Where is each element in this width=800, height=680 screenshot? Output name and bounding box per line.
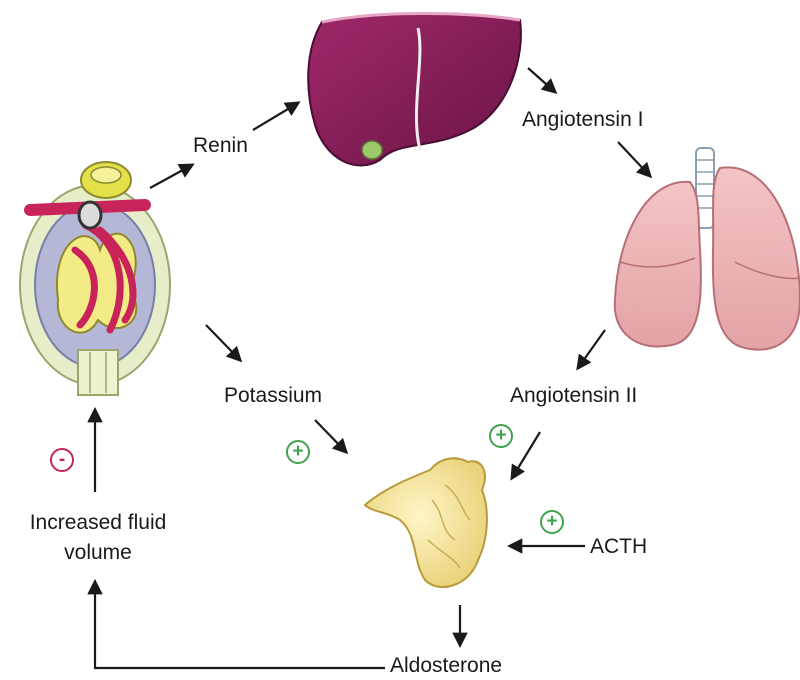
arrow-lungs-to-angiotensin2 — [576, 329, 606, 371]
lungs-illustration — [613, 147, 800, 351]
arrow-kidney-to-potassium — [205, 324, 243, 363]
arrow-angiotensin1-to-lungs — [617, 141, 653, 179]
label-fluid-line2: volume — [64, 541, 132, 564]
minus-sign-feedback: - — [50, 448, 74, 472]
label-fluid-line1: Increased fluid — [29, 511, 167, 534]
label-potassium: Potassium — [224, 384, 323, 407]
arrow-renin-to-liver — [252, 101, 301, 131]
plus-sign-potassium: + — [286, 440, 310, 464]
arrow-angiotensin2-to-adrenal — [510, 431, 541, 481]
label-angiotensin-1: Angiotensin I — [522, 108, 644, 131]
plus-sign-acth: + — [540, 510, 564, 534]
label-increased-fluid-volume: Increased fluid volume — [8, 508, 188, 568]
pathway-arrows — [87, 67, 653, 670]
arrow-kidney-to-renin — [149, 163, 195, 189]
adrenal-gland-illustration — [363, 457, 488, 589]
label-angiotensin-2: Angiotensin II — [510, 384, 638, 407]
arrow-liver-to-angiotensin1 — [527, 67, 558, 95]
arrow-aldosterone-to-fluid — [87, 578, 385, 670]
label-renin: Renin — [193, 134, 248, 157]
arrow-potassium-to-adrenal — [314, 419, 349, 455]
glomerulus-illustration — [19, 161, 171, 396]
label-aldosterone: Aldosterone — [390, 654, 503, 677]
liver-illustration — [307, 12, 522, 167]
plus-sign-angiotensin2: + — [489, 424, 513, 448]
label-acth: ACTH — [590, 535, 648, 558]
